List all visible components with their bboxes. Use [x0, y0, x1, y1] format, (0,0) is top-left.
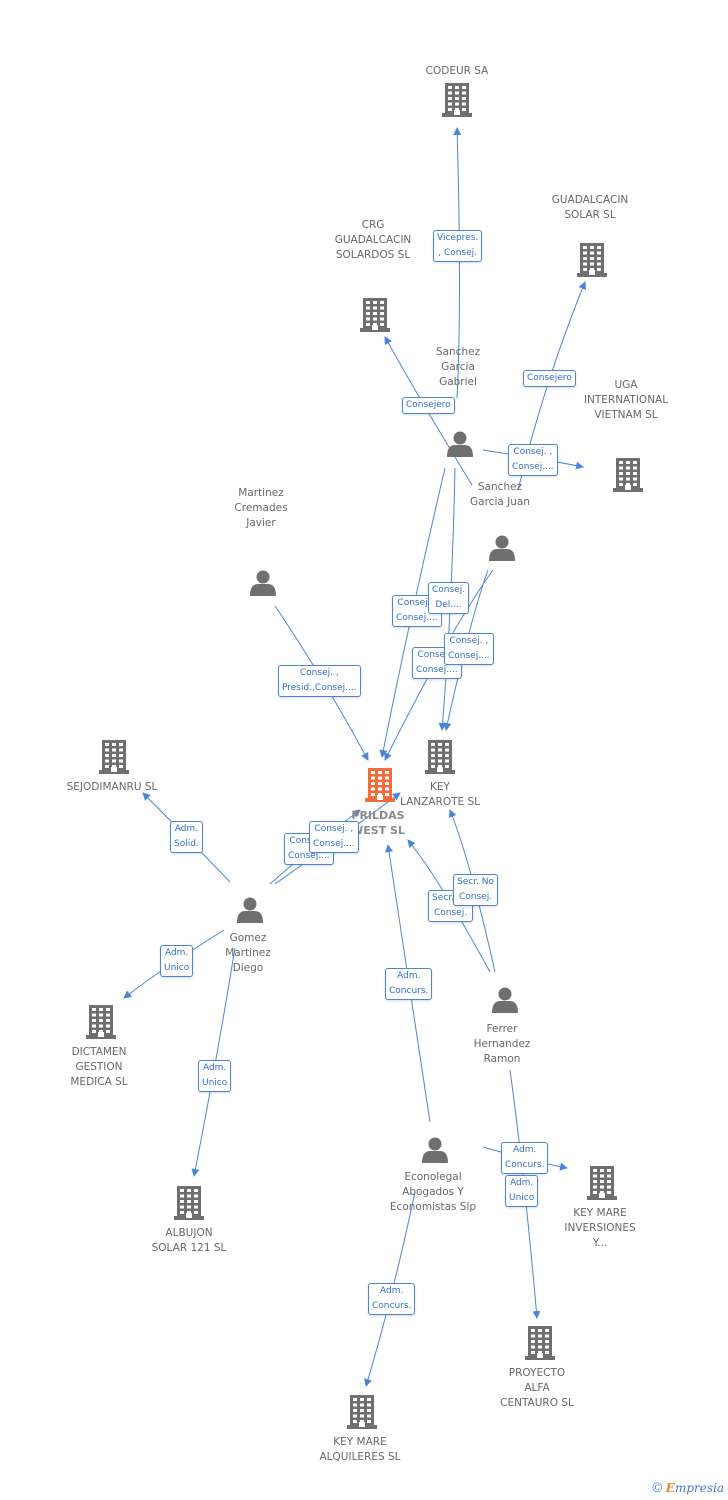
person-icon[interactable]: [492, 987, 518, 1014]
node-label-key-lanzarote[interactable]: KEY LANZAROTE SL: [400, 781, 480, 808]
brand-initial: E: [665, 1481, 675, 1495]
edge-label-e10[interactable]: Adm. Solid.: [170, 821, 203, 853]
copyright-icon: ©: [650, 1481, 664, 1496]
node-label-prildas[interactable]: PRILDAS WEST SL: [351, 809, 405, 837]
node-label-ferrer[interactable]: Ferrer Hernandez Ramon: [473, 1023, 531, 1065]
edge-label-e14[interactable]: Secr. No Consej.: [453, 874, 499, 906]
edge-label-e6[interactable]: Consej. Del....: [428, 582, 470, 614]
node-label-key-mare-inv[interactable]: KEY MARE INVERSIONES Y...: [564, 1207, 636, 1249]
building-icon[interactable]: [365, 768, 395, 802]
building-icon[interactable]: [425, 740, 455, 774]
node-label-crg[interactable]: CRG GUADALCACIN SOLARDOS SL: [334, 219, 412, 261]
building-icon[interactable]: [86, 1005, 116, 1039]
building-icon[interactable]: [360, 298, 390, 332]
node-label-sanchez-juan[interactable]: Sanchez Garcia Juan: [470, 481, 530, 508]
building-icon[interactable]: [99, 740, 129, 774]
person-icon[interactable]: [250, 570, 276, 597]
relation-edge-1: [453, 127, 462, 399]
edge-label-e16[interactable]: Adm. Concurs.: [385, 968, 433, 1000]
edge-label-e1[interactable]: Vicepres. , Consej.: [433, 230, 483, 262]
node-label-sanchez-gabriel[interactable]: Sanchez Garcia Gabriel: [435, 346, 481, 388]
edge-label-e8[interactable]: Consej. , Consej....: [444, 633, 494, 665]
edge-label-e9[interactable]: Consej. , Presid.,Consej....: [278, 665, 361, 697]
building-icon[interactable]: [347, 1395, 377, 1429]
building-icon[interactable]: [613, 458, 643, 492]
edge-label-e19[interactable]: Adm. Unico: [505, 1175, 539, 1207]
node-label-uga[interactable]: UGA INTERNATIONAL VIETNAM SL: [583, 379, 669, 421]
person-icon[interactable]: [237, 897, 263, 924]
building-icon[interactable]: [577, 243, 607, 277]
node-label-albujon[interactable]: ALBUJON SOLAR 121 SL: [151, 1227, 227, 1254]
node-label-proyecto[interactable]: PROYECTO ALFA CENTAURO SL: [500, 1367, 574, 1409]
node-label-guadalcacin[interactable]: GUADALCACIN SOLAR SL: [551, 194, 629, 221]
person-icon[interactable]: [422, 1137, 448, 1164]
building-icon[interactable]: [174, 1186, 204, 1220]
edge-label-e20[interactable]: Adm. Concurs.: [368, 1283, 416, 1315]
brand-name: mpresia: [674, 1481, 724, 1495]
node-label-sejodimanru[interactable]: SEJODIMANRU SL: [66, 781, 158, 793]
edge-label-e3[interactable]: Consejero: [402, 397, 455, 414]
empresia-watermark: ©Empresia: [651, 1481, 724, 1496]
node-label-econolegal[interactable]: Econolegal Abogados Y Economistas Slp: [389, 1171, 477, 1213]
node-label-key-mare-alq[interactable]: KEY MARE ALQUILERES SL: [319, 1436, 401, 1463]
person-icon[interactable]: [447, 431, 473, 458]
node-label-gomez[interactable]: Gomez Martinez Diego: [225, 932, 271, 974]
node-label-martinez[interactable]: Martinez Cremades Javier: [234, 487, 288, 529]
edge-label-e18[interactable]: Adm. Concurs.: [501, 1142, 549, 1174]
building-icon[interactable]: [525, 1326, 555, 1360]
building-icon[interactable]: [587, 1166, 617, 1200]
person-icon[interactable]: [489, 535, 515, 562]
edge-label-e17[interactable]: Adm. Unico: [198, 1060, 232, 1092]
building-icon[interactable]: [442, 83, 472, 117]
edge-label-e2[interactable]: Consejero: [523, 370, 576, 387]
node-label-dictamen[interactable]: DICTAMEN GESTION MEDICA SL: [70, 1046, 128, 1088]
node-label-codeur[interactable]: CODEUR SA: [425, 65, 489, 77]
edge-label-e12[interactable]: Consej. , Consej....: [309, 821, 359, 853]
edge-label-e4[interactable]: Consej. , Consej....: [508, 444, 558, 476]
edge-label-e15[interactable]: Adm. Unico: [160, 945, 194, 977]
